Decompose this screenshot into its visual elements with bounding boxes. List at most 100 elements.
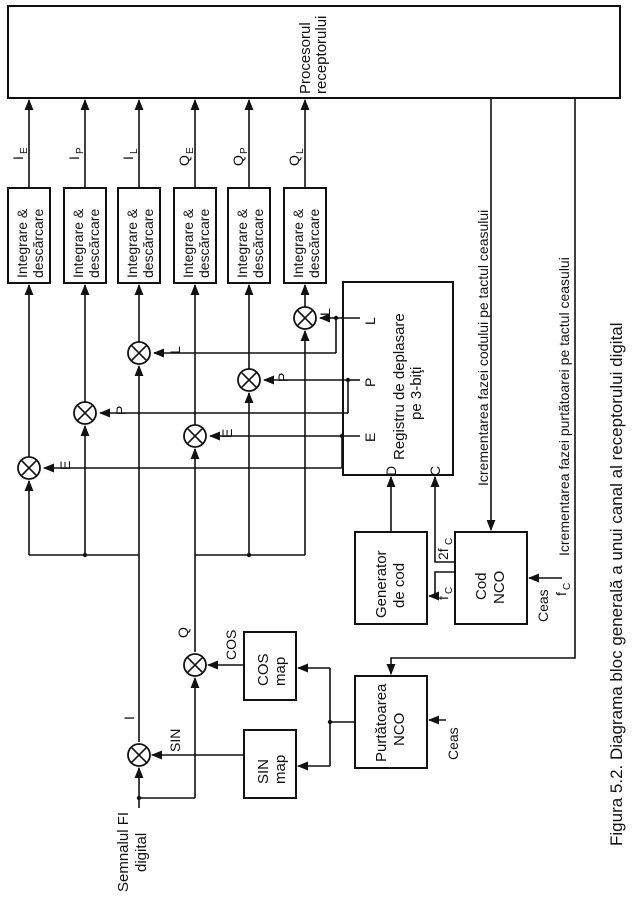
correlator-mixer-ie	[17, 456, 41, 480]
carrier-mixer-q	[183, 653, 207, 677]
input-signal-label-1: Semnalul FI	[115, 812, 132, 892]
sin-map-label-1: SIN	[255, 759, 272, 784]
integrate-dump-block-ie: Integrare & descărcare	[7, 187, 51, 284]
tap-label-ip: P	[113, 406, 129, 415]
svg-text:P: P	[239, 147, 250, 154]
late-code-line	[152, 313, 360, 358]
junction-dot	[246, 552, 252, 558]
integrate-dump-block-il: Integrare & descărcare	[117, 187, 161, 284]
receiver-processor-block	[7, 5, 621, 99]
integrate-dump-block-qe: Integrare & descărcare	[173, 187, 217, 284]
prompt-code-line	[98, 375, 360, 418]
correlator-mixer-qe	[183, 424, 207, 448]
shift-register-port-l: L	[362, 317, 378, 325]
svg-text:2f: 2f	[435, 548, 451, 560]
cos-map-label-2: map	[272, 657, 289, 686]
figure-caption: Figura 5.2. Diagrama bloc generală a unu…	[607, 322, 626, 846]
sin-map-label-2: map	[272, 755, 289, 784]
integrate-dump-label-1: Integrare &	[14, 208, 30, 278]
output-label-qp: QP	[230, 147, 250, 166]
mixer-output-arrows	[24, 283, 310, 457]
shift-register-block	[342, 281, 454, 476]
cos-map-label-1: COS	[255, 653, 272, 686]
svg-text:P: P	[75, 147, 86, 154]
carrier-nco-label-1: Purtătoarea	[373, 683, 390, 762]
input-signal-label-2: digital	[133, 833, 150, 872]
svg-text:Q: Q	[230, 155, 246, 166]
shift-register-port-d: D	[383, 466, 399, 476]
integrate-dump-label-1: Integrare &	[290, 208, 306, 278]
sin-map-block	[243, 729, 297, 799]
integrate-dump-label-2: descărcare	[196, 209, 212, 278]
shift-register-port-p: P	[362, 378, 378, 387]
integrate-dump-label-1: Integrare &	[234, 208, 250, 278]
tap-label-ie: E	[57, 461, 73, 470]
output-label-qe: QE	[176, 147, 196, 166]
svg-text:Q: Q	[286, 155, 302, 166]
integrate-dump-block-qp: Integrare & descărcare	[227, 187, 271, 284]
svg-text:C: C	[444, 587, 455, 594]
fc-label: fC	[435, 587, 455, 600]
integrate-dump-label-1: Integrare &	[70, 208, 86, 278]
junction-dot	[82, 552, 88, 558]
carrier-phase-label: Icrementarea fazei purtătoarei pe tactul…	[556, 257, 572, 556]
integrate-dump-label-2: descărcare	[86, 209, 102, 278]
two-fc-label: 2f C	[435, 538, 455, 560]
svg-text:E: E	[19, 147, 30, 154]
integrator-output-arrows	[24, 98, 310, 188]
svg-text:L: L	[129, 148, 140, 154]
integrate-dump-block-ql: Integrare & descărcare	[283, 187, 327, 284]
code-nco-block	[454, 531, 528, 625]
tap-label-il: L	[167, 346, 183, 354]
integrate-dump-label-2: descărcare	[140, 209, 156, 278]
svg-text:I: I	[66, 156, 82, 160]
cos-map-block	[243, 631, 297, 701]
integrate-dump-label-1: Integrare &	[180, 208, 196, 278]
input-signal-path	[134, 676, 200, 808]
q-branch-label: Q	[175, 627, 191, 638]
integrate-dump-label-1: Integrare &	[124, 208, 140, 278]
svg-text:C: C	[444, 538, 455, 545]
carrier-nco-clock-label: Ceas	[445, 727, 461, 760]
sin-label: SIN	[167, 729, 183, 752]
correlator-mixer-ql	[293, 306, 317, 330]
two-fc-line	[430, 475, 455, 563]
output-label-il: IL	[120, 148, 140, 160]
tap-label-ql: L	[317, 308, 333, 316]
cos-label: COS	[223, 630, 239, 660]
code-generator-label-1: Generator	[373, 550, 390, 618]
carrier-mixer-i	[127, 743, 151, 767]
svg-text:C: C	[562, 583, 573, 590]
code-nco-clock-fc-label: fC	[553, 583, 573, 596]
svg-text:f: f	[553, 592, 569, 596]
tap-label-qp: P	[275, 373, 291, 382]
q-branch-bus	[190, 329, 310, 652]
integrate-dump-label-2: descărcare	[250, 209, 266, 278]
code-nco-label-1: Cod	[473, 572, 490, 600]
svg-text:f: f	[435, 596, 451, 600]
receiver-processor-label-1: Procesorul	[297, 22, 314, 94]
carrier-phase-line	[386, 98, 576, 676]
output-label-ie: IE	[10, 147, 30, 160]
correlator-mixer-il	[127, 341, 151, 365]
shift-register-port-e: E	[362, 433, 378, 442]
carrier-nco-block	[354, 675, 428, 769]
svg-text:Q: Q	[176, 155, 192, 166]
svg-text:E: E	[185, 147, 196, 154]
code-nco-label-2: NCO	[491, 571, 508, 604]
carrier-nco-to-maps	[296, 663, 355, 771]
svg-text:I: I	[10, 156, 26, 160]
integrate-dump-label-2: descărcare	[30, 209, 46, 278]
svg-text:L: L	[295, 148, 306, 154]
shift-register-label-2: pe 3-biţi	[408, 367, 425, 420]
correlator-mixer-ip	[73, 401, 97, 425]
early-code-line	[42, 431, 360, 473]
integrate-dump-label-2: descărcare	[306, 209, 322, 278]
tap-label-qe: E	[219, 429, 235, 438]
fc-line	[427, 571, 455, 601]
svg-text:I: I	[120, 156, 136, 160]
shift-register-port-c: C	[427, 466, 443, 476]
carrier-nco-label-2: NCO	[391, 713, 408, 746]
integrate-dump-block-ip: Integrare & descărcare	[63, 187, 107, 284]
